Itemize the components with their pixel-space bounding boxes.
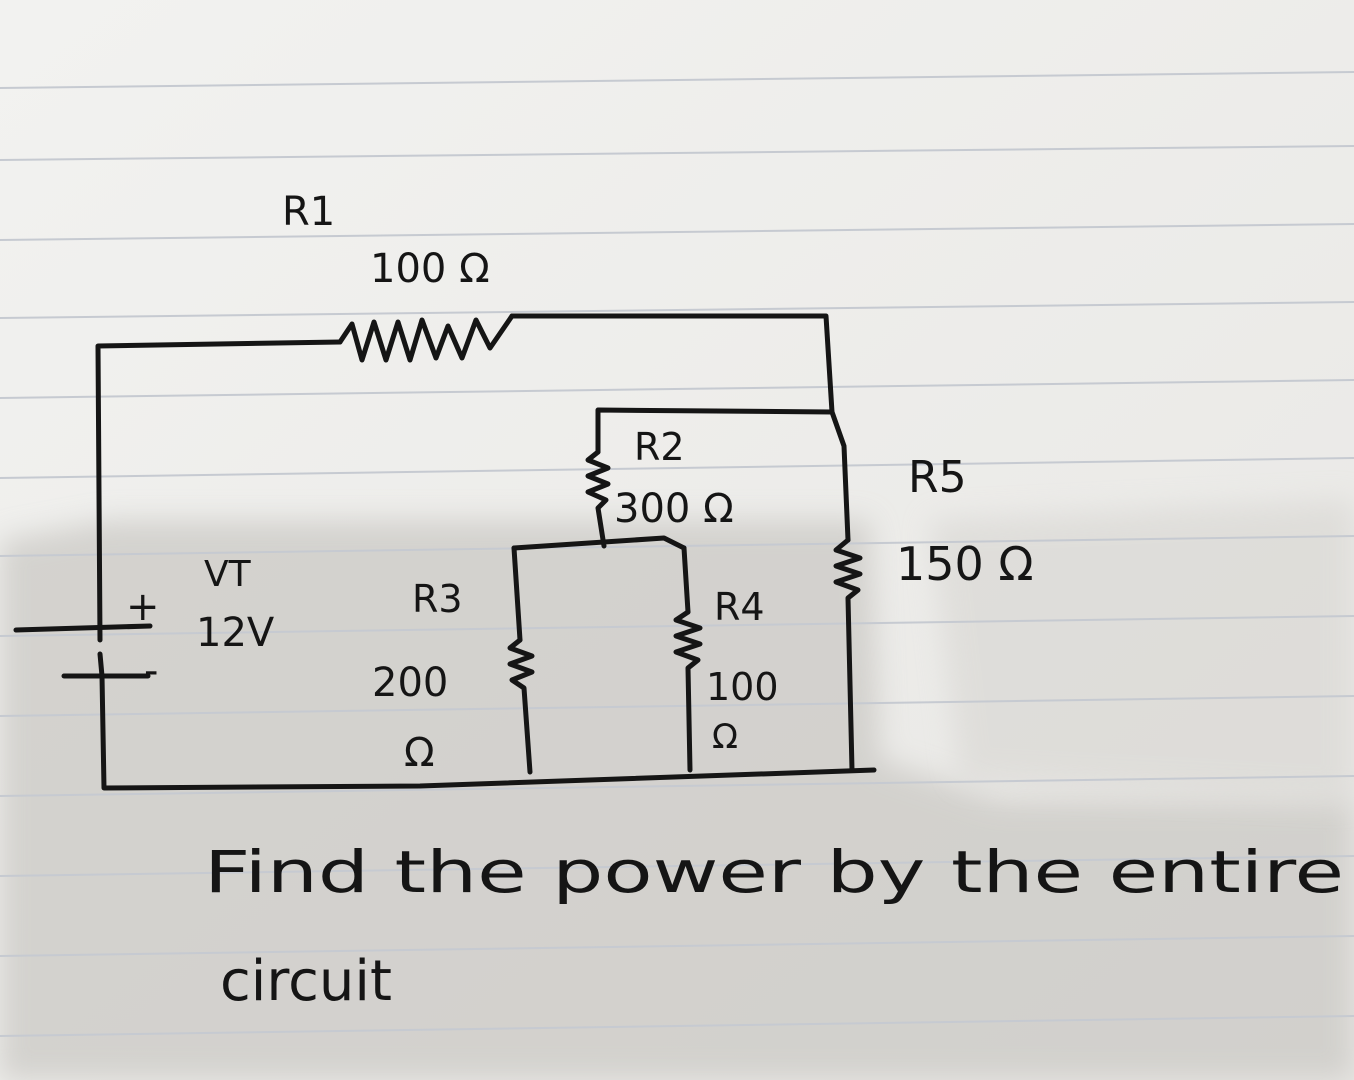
question-line-1: Find the power by the entire <box>204 838 1344 906</box>
r3-unit: Ω <box>404 730 435 776</box>
wire-r5-top <box>829 409 851 543</box>
wire-bottom <box>99 673 877 791</box>
circuit-wires <box>13 313 877 791</box>
wire-r3-top <box>511 545 523 643</box>
r4-zigzag <box>673 609 703 773</box>
r2-zigzag <box>585 449 611 549</box>
r5-zigzag <box>833 537 863 773</box>
r1-value: 100 Ω <box>370 246 490 292</box>
wire-r3-r4-top <box>511 535 687 551</box>
battery-long-plate <box>13 623 153 633</box>
question-line-2: circuit <box>220 949 392 1014</box>
r1-zigzag <box>337 313 515 363</box>
r2-name: R2 <box>634 425 685 469</box>
source-value: 12V <box>196 610 275 656</box>
wire-left <box>95 339 343 643</box>
r1-name: R1 <box>282 189 335 235</box>
r2-value: 300 Ω <box>614 486 734 532</box>
source-minus: - <box>144 648 158 694</box>
r5-value: 150 Ω <box>896 537 1034 591</box>
circuit-labels: R1 100 Ω R2 300 Ω R5 150 Ω R3 200 Ω R4 1… <box>126 189 1034 776</box>
r4-name: R4 <box>714 585 765 629</box>
r4-unit: Ω <box>712 717 738 757</box>
r5-name: R5 <box>908 452 967 503</box>
r3-name: R3 <box>412 577 463 621</box>
wire-top <box>509 313 835 415</box>
r3-zigzag <box>507 637 535 775</box>
r4-value: 100 <box>706 665 779 709</box>
source-name: VT <box>204 554 252 595</box>
question: Find the power by the entire circuit <box>204 838 1344 1014</box>
battery-stub <box>97 651 105 679</box>
source-plus: + <box>126 584 160 630</box>
wire-r2-top <box>595 407 835 455</box>
wire-r4-top <box>681 545 691 615</box>
paper-shadow-right <box>930 500 1354 800</box>
r3-value: 200 <box>372 660 448 706</box>
